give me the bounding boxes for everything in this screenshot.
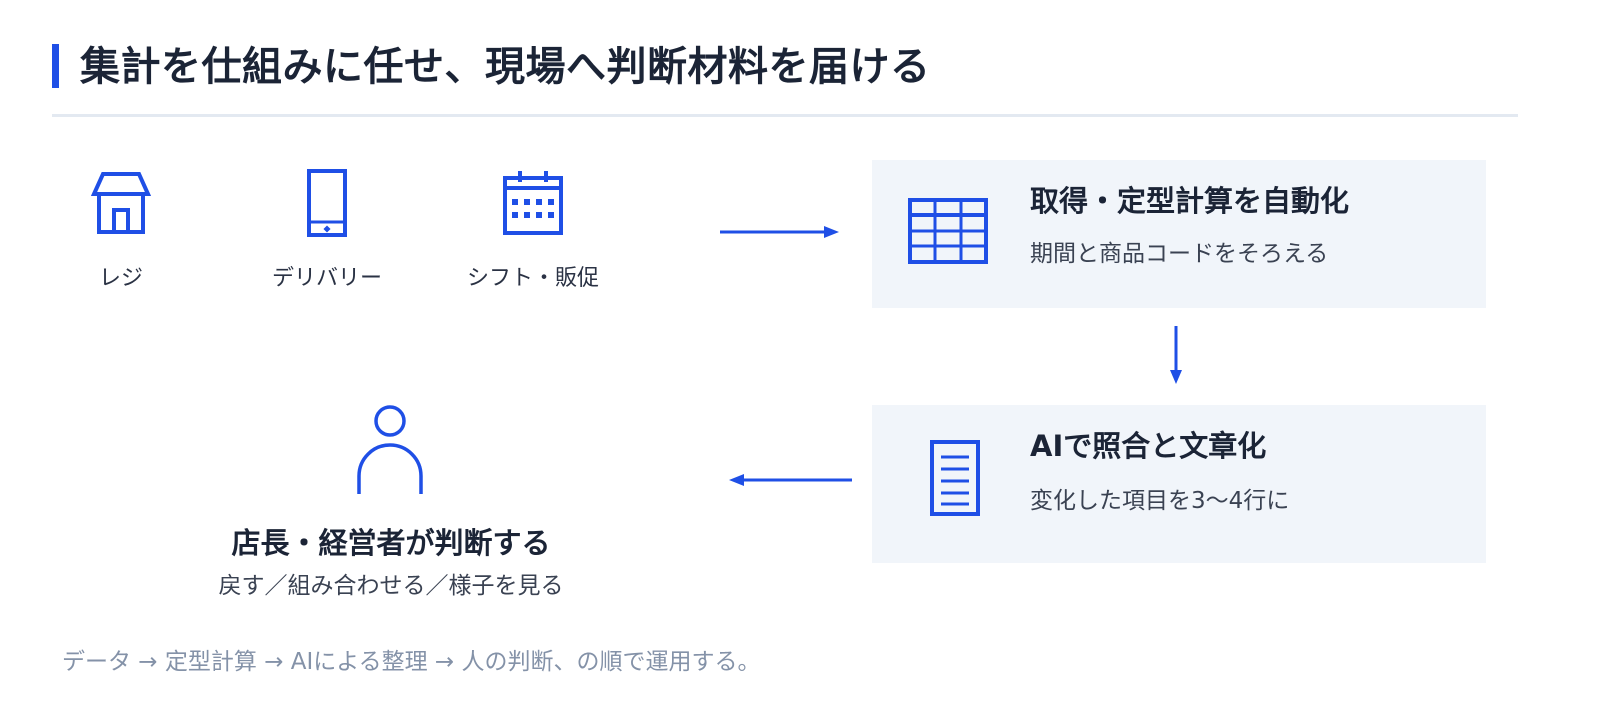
step-ai-box: AIで照合と文章化 変化した項目を3〜4行に bbox=[872, 405, 1486, 563]
step-subtitle: 期間と商品コードをそろえる bbox=[1030, 241, 1329, 267]
source-label: デリバリー bbox=[271, 266, 382, 291]
step-subtitle: 変化した項目を3〜4行に bbox=[1030, 488, 1290, 514]
arrow-left-icon bbox=[729, 474, 852, 486]
source-shift-promo: シフト・販促 bbox=[453, 168, 613, 292]
source-register: レジ bbox=[41, 168, 201, 292]
arrow-right-icon bbox=[720, 226, 839, 238]
page-title: 集計を仕組みに任せ、現場へ判断材料を届ける bbox=[80, 44, 931, 90]
arrow-down-icon bbox=[1170, 326, 1182, 384]
footnote: データ → 定型計算 → AIによる整理 → 人の判断、の順で運用する。 bbox=[62, 649, 761, 675]
store-icon bbox=[90, 172, 152, 234]
document-icon bbox=[930, 440, 980, 516]
step-title: 取得・定型計算を自動化 bbox=[1030, 184, 1350, 218]
source-label: レジ bbox=[98, 266, 143, 291]
person-icon bbox=[357, 405, 423, 494]
smartphone-icon bbox=[307, 169, 347, 237]
step-title: AIで照合と文章化 bbox=[1030, 429, 1267, 463]
decision-title: 店長・経営者が判断する bbox=[231, 526, 551, 560]
title-accent-bar bbox=[52, 44, 59, 88]
step-automation-box: 取得・定型計算を自動化 期間と商品コードをそろえる bbox=[872, 160, 1486, 308]
source-delivery: デリバリー bbox=[247, 168, 407, 292]
source-label: シフト・販促 bbox=[466, 266, 599, 291]
calendar-icon bbox=[503, 171, 563, 235]
table-grid-icon bbox=[908, 198, 988, 264]
decision-subtitle: 戻す／組み合わせる／様子を見る bbox=[218, 573, 564, 599]
title-divider bbox=[52, 114, 1518, 117]
